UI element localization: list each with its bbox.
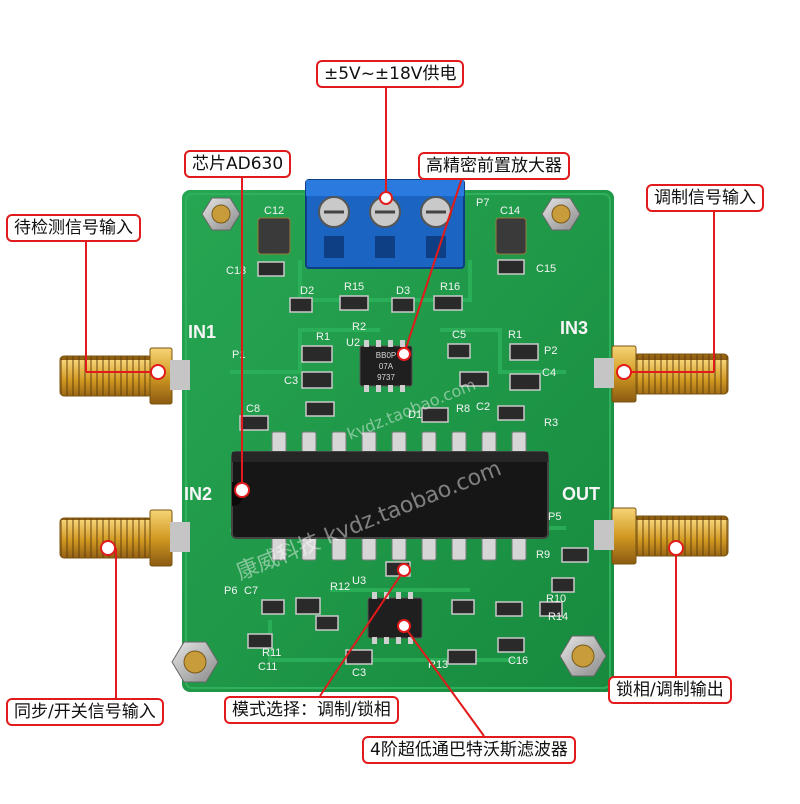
designator: P7 bbox=[476, 197, 489, 209]
port-label-in3: IN3 bbox=[560, 318, 588, 338]
callout-dots bbox=[100, 191, 684, 633]
callout-leaders bbox=[85, 84, 715, 737]
callout-sync-input: 同步/开关信号输入 bbox=[6, 698, 164, 726]
sma-connector-in2 bbox=[59, 509, 190, 567]
designator: R15 bbox=[344, 281, 364, 293]
designator: D3 bbox=[396, 285, 410, 297]
designator: P5 bbox=[548, 511, 561, 523]
designator: R1 bbox=[316, 331, 330, 343]
designator: C2 bbox=[476, 401, 490, 413]
mounting-screw-bottom-left bbox=[171, 641, 219, 683]
power-terminal-block bbox=[305, 179, 465, 269]
designator: C5 bbox=[452, 329, 466, 341]
designator: C12 bbox=[264, 205, 284, 217]
sma-connector-out bbox=[594, 507, 729, 565]
callout-power-supply: ±5V~±18V供电 bbox=[316, 60, 465, 88]
designator: U2 bbox=[346, 337, 360, 349]
u2-marking-line-1: BB0P bbox=[376, 351, 396, 360]
designator: C3 bbox=[352, 667, 366, 679]
designator: R1 bbox=[508, 329, 522, 341]
designator: C7 bbox=[244, 585, 258, 597]
mounting-screw-bottom-right bbox=[559, 635, 607, 677]
designator: R11 bbox=[262, 647, 281, 659]
designator: C4 bbox=[542, 367, 556, 379]
u2-marking-line-3: 9737 bbox=[377, 373, 395, 382]
designator: P2 bbox=[544, 345, 557, 357]
designator: C8 bbox=[246, 403, 260, 415]
callout-output: 锁相/调制输出 bbox=[608, 676, 732, 704]
designator: R3 bbox=[544, 417, 558, 429]
designator: P1 bbox=[232, 349, 245, 361]
port-label-in2: IN2 bbox=[184, 484, 212, 504]
ad630-chip bbox=[231, 431, 549, 561]
designator: R14 bbox=[548, 611, 568, 623]
designator: R9 bbox=[536, 549, 550, 561]
designator: C14 bbox=[500, 205, 520, 217]
designator: R16 bbox=[440, 281, 460, 293]
designator: R8 bbox=[456, 403, 470, 415]
designator: U3 bbox=[352, 575, 366, 587]
designator: R2 bbox=[352, 321, 366, 333]
u3-filter-chip bbox=[367, 592, 423, 644]
designator: R10 bbox=[546, 593, 566, 605]
mounting-screw-top-right bbox=[541, 197, 581, 231]
sma-connector-in1 bbox=[59, 347, 190, 405]
designator: C11 bbox=[258, 661, 277, 673]
designator: D2 bbox=[300, 285, 314, 297]
callout-lowpass-filter: 4阶超低通巴特沃斯滤波器 bbox=[362, 736, 576, 764]
sma-connector-in3 bbox=[594, 345, 729, 403]
mounting-screw-top-left bbox=[201, 197, 241, 231]
designator: R12 bbox=[330, 581, 350, 593]
designator: C16 bbox=[508, 655, 528, 667]
designator: C3 bbox=[284, 375, 298, 387]
designator: C13 bbox=[226, 265, 246, 277]
designator: C15 bbox=[536, 263, 556, 275]
port-label-in1: IN1 bbox=[188, 322, 216, 342]
callout-chip-ad630: 芯片AD630 bbox=[184, 150, 292, 178]
designator: D1 bbox=[408, 409, 422, 421]
port-label-out: OUT bbox=[562, 484, 600, 504]
callout-signal-input: 待检测信号输入 bbox=[6, 214, 141, 242]
callout-preamp: 高精密前置放大器 bbox=[418, 152, 570, 180]
designator: P6 bbox=[224, 585, 237, 597]
callout-mode-select: 模式选择：调制/锁相 bbox=[224, 696, 399, 724]
u2-marking-line-2: 07A bbox=[379, 362, 394, 371]
designator: R13 bbox=[428, 659, 448, 671]
callout-modulation-input: 调制信号输入 bbox=[646, 184, 764, 212]
